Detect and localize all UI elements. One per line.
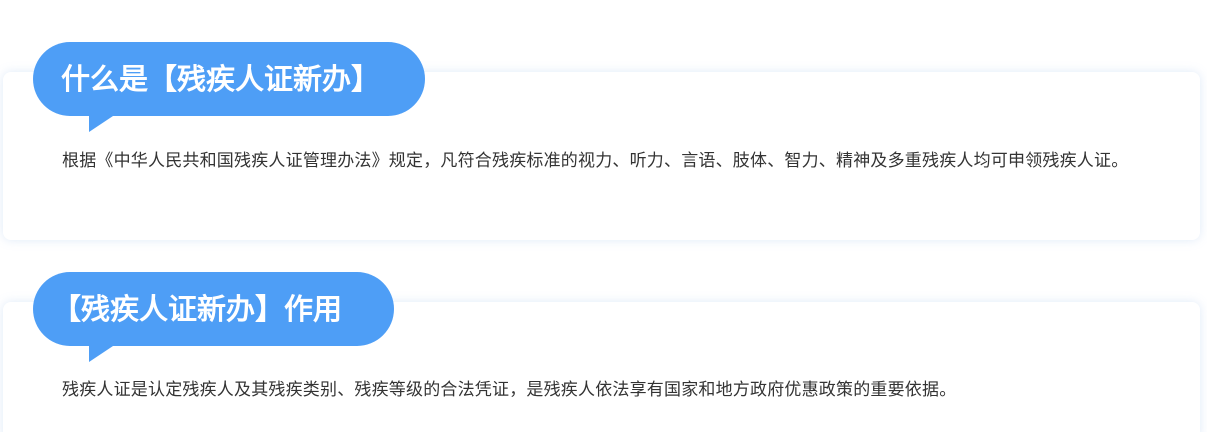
- section-title-what-is: 什么是【残疾人证新办】: [61, 62, 381, 96]
- section-title-purpose: 【残疾人证新办】作用: [52, 292, 343, 326]
- section-body-purpose: 残疾人证是认定残疾人及其残疾类别、残疾等级的合法凭证，是残疾人依法享有国家和地方…: [62, 380, 957, 400]
- section-title-bubble: 【残疾人证新办】作用: [33, 272, 394, 346]
- section-body-what-is: 根据《中华人民共和国残疾人证管理办法》规定，凡符合残疾标准的视力、听力、言语、肢…: [62, 151, 1129, 171]
- section-title-bubble: 什么是【残疾人证新办】: [33, 42, 425, 116]
